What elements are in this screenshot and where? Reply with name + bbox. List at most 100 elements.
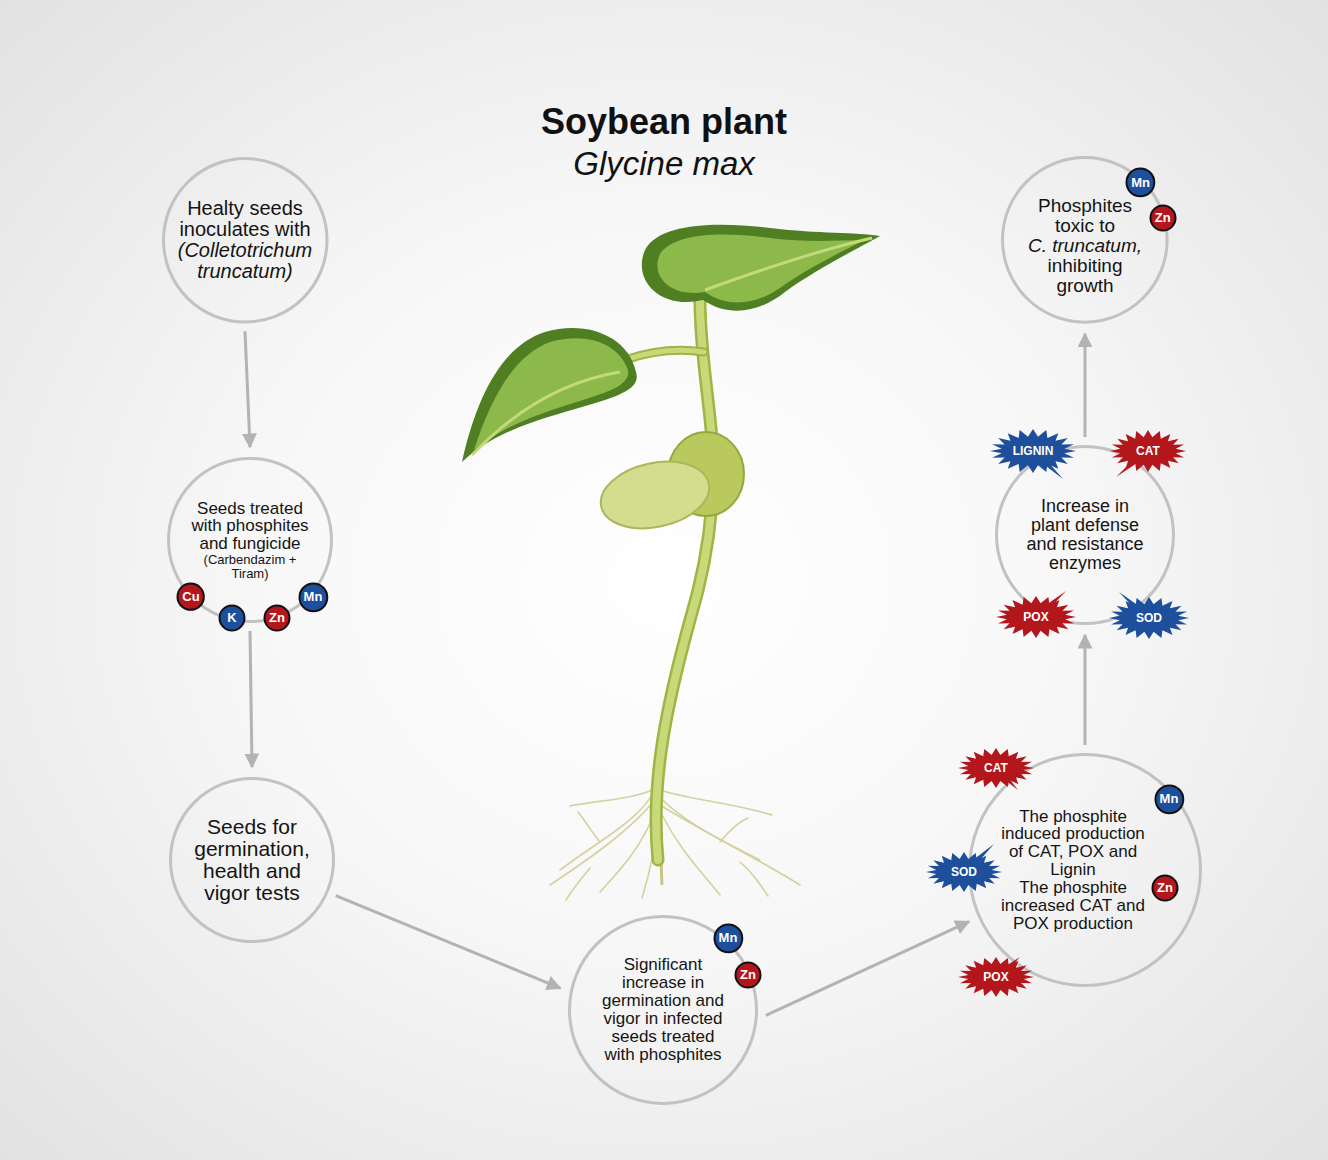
petiole: [625, 350, 704, 360]
node-text: CAT: [1136, 445, 1160, 458]
enzyme-starburst: POX: [996, 596, 1076, 638]
element-badge: Zn: [1151, 874, 1179, 902]
element-badge: Mn: [298, 582, 329, 613]
node-text: Mn: [304, 590, 323, 604]
node-text: C. truncatum,: [1028, 236, 1142, 256]
text-block: LIGNIN: [1013, 445, 1054, 458]
node-text: Significant increase in germination and …: [601, 956, 726, 1063]
text-block: Zn: [740, 968, 756, 982]
badge-disc: [714, 924, 742, 952]
node-text: POX: [1023, 611, 1048, 624]
badge-disc: [220, 606, 245, 631]
starburst-shape: [926, 852, 1002, 892]
element-badge: Cu: [176, 582, 205, 611]
text-block: The phosphite induced production of CAT,…: [998, 808, 1148, 933]
leaf-vein: [472, 372, 620, 455]
node-text: CAT: [984, 762, 1008, 775]
node-text: LIGNIN: [1013, 445, 1054, 458]
node-text: Increase in plant defense and resistance…: [1020, 497, 1150, 573]
badge-disc: [1150, 205, 1175, 230]
badge-disc: [1153, 876, 1178, 901]
badge-disc: [299, 583, 327, 611]
node-text: Phosphites toxic to: [1020, 196, 1150, 236]
text-block: K: [227, 611, 236, 625]
text-block: Healty seeds inoculates with(Colletotric…: [170, 198, 320, 282]
rootlet: [740, 862, 768, 896]
petiole-outline: [625, 350, 704, 360]
leaf: [642, 225, 880, 311]
root: [662, 815, 720, 895]
process-circle: Seeds for germination, health and vigor …: [169, 777, 335, 943]
node-text: The phosphite induced production of CAT,…: [998, 808, 1148, 879]
enzyme-starburst: POX: [958, 957, 1034, 997]
enzyme-starburst: SOD: [1109, 597, 1189, 639]
text-block: Increase in plant defense and resistance…: [1020, 497, 1150, 573]
node-text: inhibiting growth: [1020, 256, 1150, 296]
element-badge: K: [218, 604, 246, 632]
text-block: Zn: [269, 611, 285, 625]
stem-outline: [656, 300, 713, 860]
element-badge: Zn: [1149, 204, 1177, 232]
starburst-shape: [958, 957, 1034, 997]
text-block: CAT: [984, 762, 1008, 775]
text-block: Zn: [1155, 211, 1171, 225]
circle-outline: [171, 779, 334, 942]
text-block: Mn: [304, 590, 323, 604]
flow-arrow: [1084, 635, 1087, 745]
root: [658, 795, 760, 860]
text-block: Mn: [1131, 176, 1150, 190]
text-block: SOD: [951, 866, 977, 879]
element-badge: Mn: [1154, 784, 1185, 815]
node-text: Zn: [1155, 211, 1171, 225]
enzyme-starburst: LIGNIN: [990, 429, 1076, 473]
flow-arrow: [766, 922, 969, 1016]
starburst-shape: [996, 596, 1076, 638]
circle-outline: [169, 459, 332, 622]
rootlet: [578, 812, 600, 842]
node-text: Seeds treated with phosphites and fungic…: [190, 500, 310, 554]
diagram-title: Soybean plant: [0, 102, 1328, 142]
element-badge: Mn: [1125, 167, 1156, 198]
element-badge: Zn: [263, 604, 291, 632]
node-text: Mn: [719, 931, 738, 945]
element-badge: Zn: [734, 961, 762, 989]
text-block: Seeds treated with phosphites and fungic…: [190, 500, 310, 581]
leaf-vein: [705, 238, 872, 290]
enzyme-starburst: CAT: [1110, 430, 1186, 472]
process-circle: The phosphite induced production of CAT,…: [968, 753, 1202, 987]
node-text: Cu: [182, 590, 199, 604]
starburst-shape: [958, 748, 1034, 788]
flow-arrow: [245, 331, 250, 447]
node-text: Healty seeds inoculates with: [170, 198, 320, 240]
root: [660, 790, 772, 815]
root: [560, 790, 655, 870]
node-text: (Carbendazim + Tiram): [190, 553, 310, 580]
node-text: Zn: [1157, 881, 1173, 895]
badge-disc: [265, 606, 290, 631]
enzyme-starburst: SOD: [926, 852, 1002, 892]
rootlet: [566, 868, 590, 900]
text-block: Cu: [182, 590, 199, 604]
badge-disc: [736, 963, 761, 988]
rootlet: [720, 818, 748, 842]
badge-disc: [1127, 169, 1155, 197]
starburst-shape: [1109, 597, 1189, 639]
roots: [550, 788, 800, 900]
node-text: Zn: [740, 968, 756, 982]
circle-outline: [970, 755, 1201, 986]
circle-outline: [1003, 158, 1168, 323]
badge-disc: [1155, 785, 1183, 813]
text-block: Mn: [1160, 792, 1179, 806]
element-badge: Mn: [713, 923, 744, 954]
circle-outline: [570, 917, 757, 1104]
text-block: CAT: [1136, 445, 1160, 458]
node-text: SOD: [1136, 612, 1162, 625]
text-block: Significant increase in germination and …: [601, 956, 726, 1063]
text-block: SOD: [1136, 612, 1162, 625]
circle-outline: [997, 447, 1174, 624]
flow-arrow: [336, 896, 561, 989]
text-block: Zn: [1157, 881, 1173, 895]
root: [570, 788, 658, 806]
text-block: POX: [983, 971, 1008, 984]
